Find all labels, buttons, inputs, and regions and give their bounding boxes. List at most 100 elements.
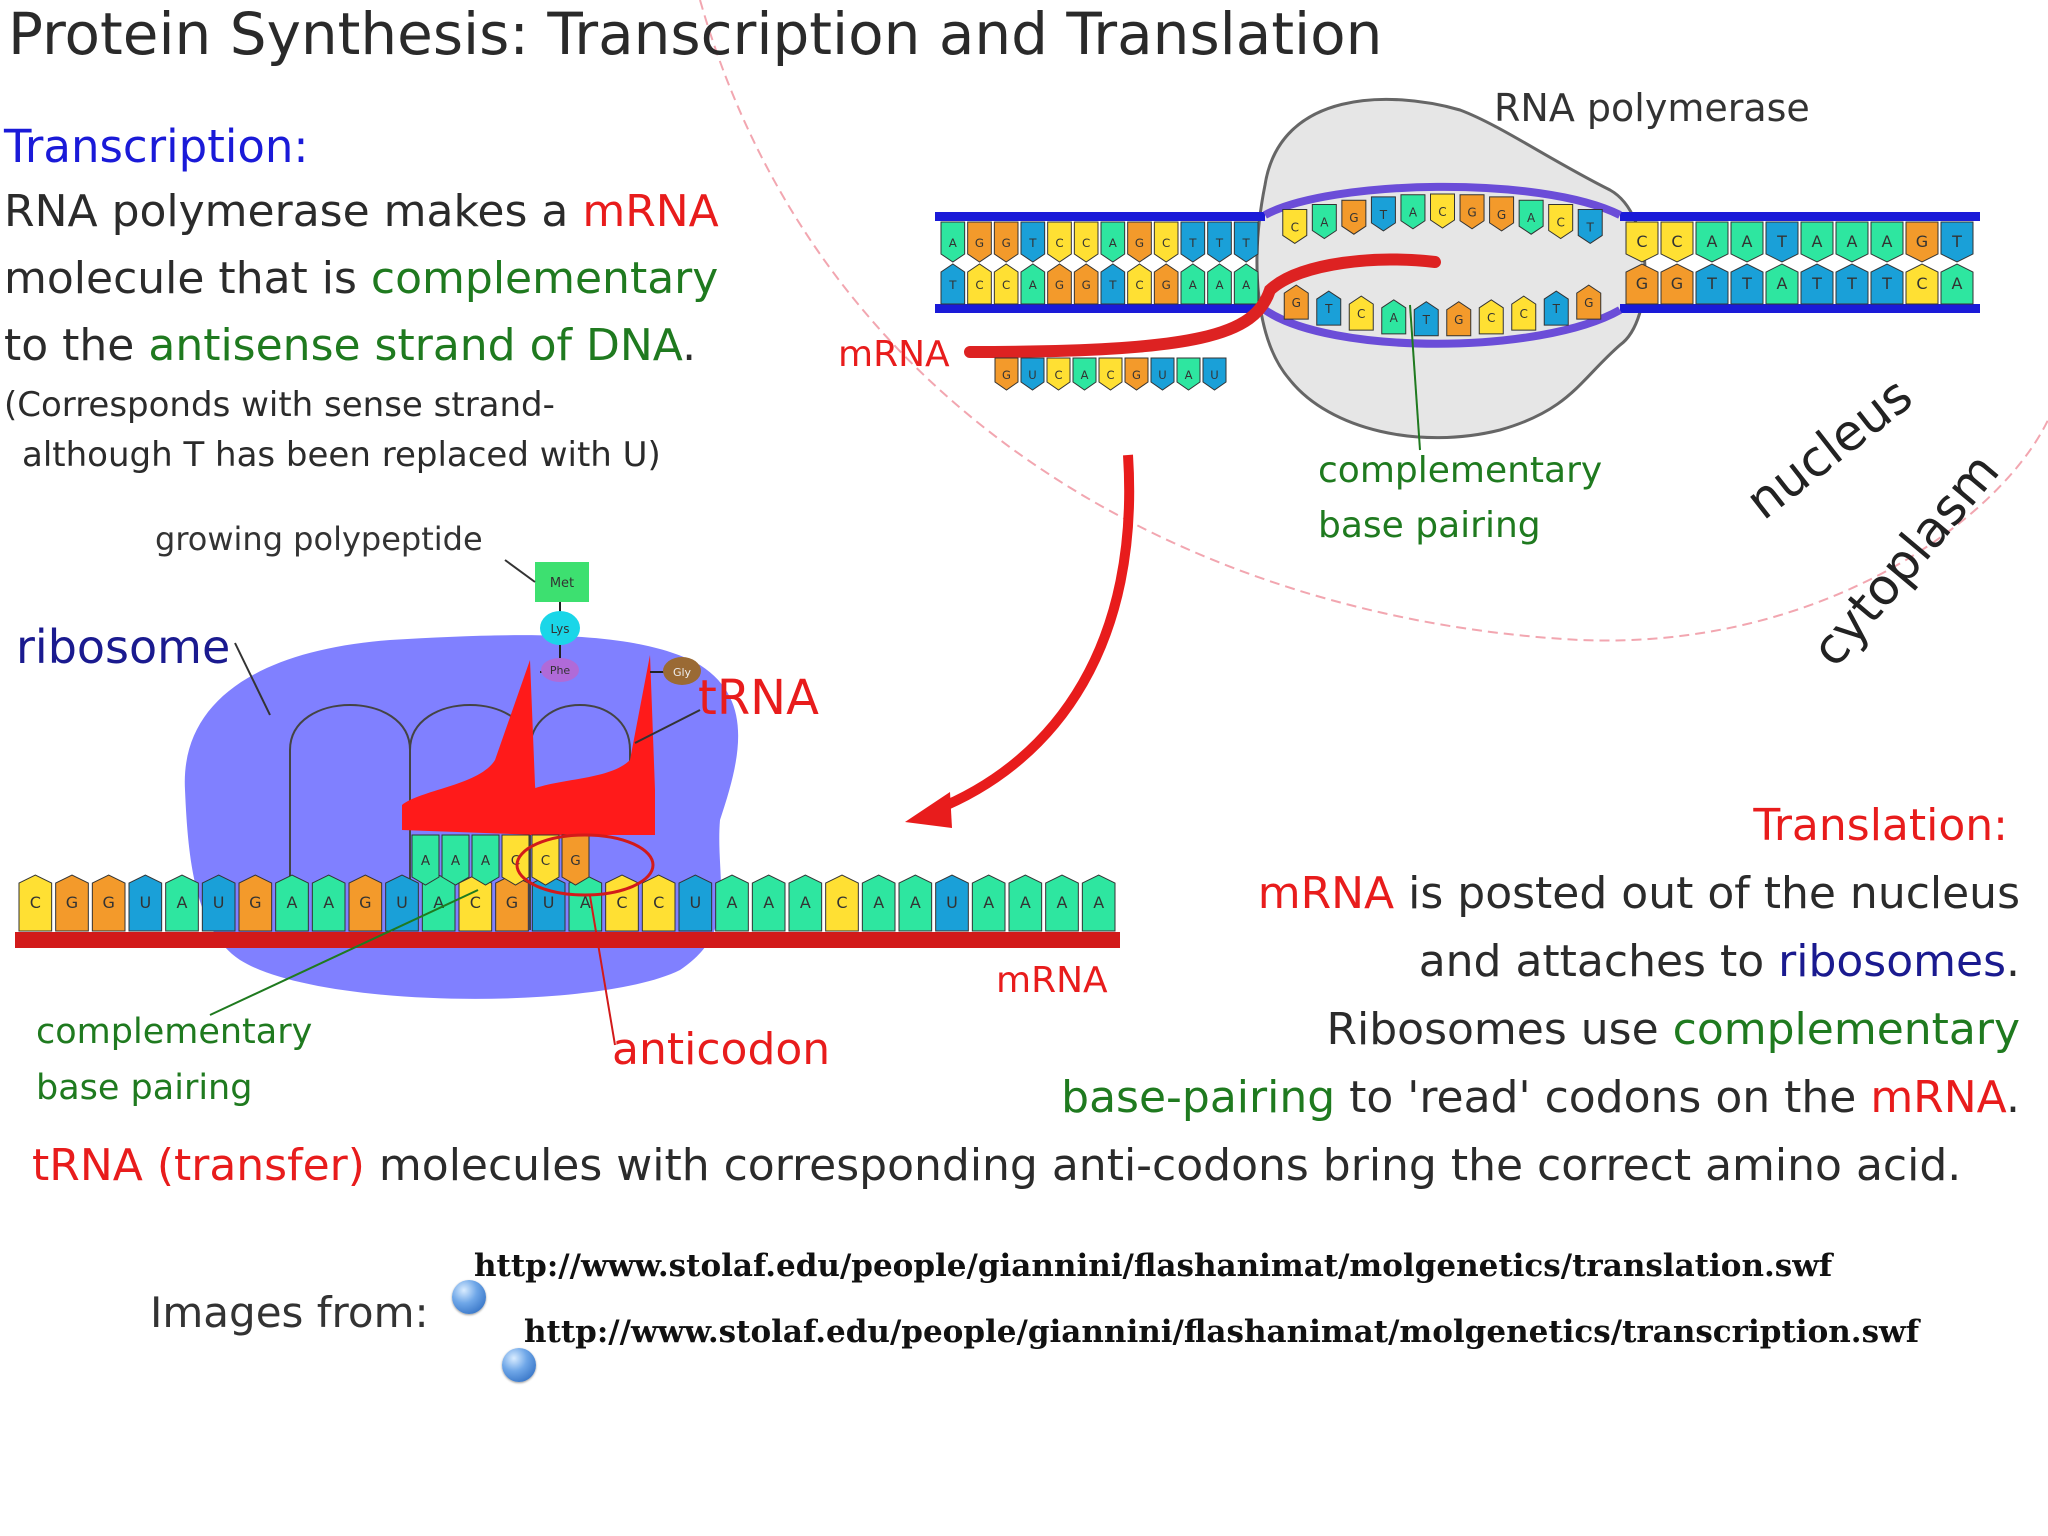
dna-base: T [1180, 221, 1206, 263]
anticodon-highlight [515, 833, 655, 897]
base-letter: U [689, 893, 701, 912]
base-letter: A [1242, 278, 1250, 292]
mrna-base: A [1008, 874, 1043, 932]
nuclear-envelope [699, 0, 2048, 642]
base-letter: T [1188, 236, 1197, 250]
pairing-leader-line [1409, 304, 1421, 451]
dna-base: A [1207, 263, 1232, 305]
highlight-complementary: complementary [1672, 1004, 2020, 1055]
base-letter: A [1409, 206, 1418, 220]
dna-left-top-backbone [935, 212, 1265, 221]
trna-shape-2 [530, 655, 655, 835]
mrna-base: A [788, 874, 823, 932]
base-letter: U [946, 893, 958, 912]
highlight-complementary: complementary [370, 253, 719, 304]
globe-icon[interactable] [502, 1348, 536, 1382]
base-letter: G [249, 893, 261, 912]
base-letter: G [1162, 278, 1171, 292]
text: molecules with corresponding anti-codons… [364, 1140, 1962, 1191]
mrna-base: A [165, 874, 199, 932]
highlight-ribosomes: ribosomes [1778, 936, 2006, 987]
base-letter: C [1357, 307, 1365, 321]
transcript-base: U [1150, 357, 1175, 391]
dna-base: G [993, 221, 1019, 263]
bubble-base: G [1489, 196, 1515, 232]
dna-right-top-backbone [1620, 212, 1980, 221]
base-letter: G [1916, 232, 1928, 251]
trna-base: A [471, 834, 500, 886]
dna-base: T [1800, 263, 1834, 305]
dna-base: A [1100, 221, 1126, 263]
base-letter: G [1497, 208, 1506, 222]
amino-acid-gly-label: Gly [673, 666, 692, 679]
transcription-heading: Transcription: [4, 120, 309, 173]
base-letter: C [1916, 274, 1927, 293]
dna-base: G [1153, 263, 1179, 305]
transcription-line-3: to the antisense strand of DNA. [4, 320, 696, 371]
text: . [2006, 936, 2020, 987]
globe-icon[interactable] [452, 1280, 486, 1314]
base-letter: G [1132, 368, 1141, 382]
text: Ribosomes use [1326, 1004, 1673, 1055]
base-letter: T [1028, 236, 1037, 250]
base-letter: C [1556, 216, 1564, 230]
page-title: Protein Synthesis: Transcription and Tra… [8, 0, 1383, 68]
translation-line-3: Ribosomes use complementary [1326, 1004, 2020, 1055]
mrna-base: C [825, 874, 859, 932]
base-letter: C [836, 893, 847, 912]
polypeptide-label: growing polypeptide [155, 520, 483, 558]
trna-base: A [441, 834, 470, 886]
dna-base: T [1870, 263, 1904, 305]
base-letter: G [1454, 313, 1463, 327]
highlight-mrna: mRNA [582, 186, 719, 237]
mrna-base: A [898, 874, 933, 932]
mrna-base: A [311, 874, 346, 932]
amino-acid-met-label: Met [550, 576, 574, 591]
base-letter: A [1189, 278, 1197, 292]
transcription-line-2: molecule that is complementary [4, 253, 718, 304]
amino-acid-gly [663, 657, 701, 685]
base-letter: C [653, 893, 664, 912]
source-link-translation[interactable]: http://www.stolaf.edu/people/giannini/fl… [474, 1248, 1833, 1284]
base-letter: A [481, 853, 491, 869]
trna-base: A [411, 834, 440, 886]
base-letter: T [1215, 236, 1224, 250]
base-letter: C [1671, 232, 1682, 251]
ribosome-sites [289, 704, 631, 930]
dna-base: T [1207, 221, 1232, 263]
rna-polymerase-label: RNA polymerase [1494, 86, 1810, 130]
mrna-base: G [91, 874, 126, 932]
bubble-base: G [1283, 284, 1309, 320]
source-link-transcription[interactable]: http://www.stolaf.edu/people/giannini/fl… [524, 1314, 1920, 1350]
base-letter: C [1438, 205, 1446, 219]
text: . [2006, 1072, 2020, 1123]
dna-base: C [1625, 221, 1659, 263]
amino-acid-phe [541, 658, 579, 682]
base-letter: A [727, 893, 738, 912]
base-letter: U [396, 893, 408, 912]
transcription-line-1: RNA polymerase makes a mRNA [4, 186, 719, 237]
dna-base: G [967, 221, 992, 263]
bubble-base: G [1576, 284, 1602, 320]
bubble-base: C [1348, 295, 1374, 331]
base-letter: T [1422, 313, 1431, 327]
transcript-base: G [1124, 357, 1149, 391]
translation-line-5: tRNA (transfer) molecules with correspon… [32, 1140, 1961, 1191]
mrna-base: A [971, 874, 1006, 932]
dna-base: C [1073, 221, 1099, 263]
transcript-base: U [1202, 357, 1227, 391]
base-letter: A [763, 893, 774, 912]
text: . [682, 320, 697, 371]
dna-base: T [1695, 263, 1729, 305]
dna-base: A [1870, 221, 1904, 263]
dna-base: G [1047, 263, 1072, 305]
dna-base: T [940, 263, 966, 305]
base-letter: A [433, 893, 444, 912]
translation-mrna-label: mRNA [996, 960, 1108, 1001]
bubble-base: C [1511, 295, 1537, 331]
dna-base: A [1800, 221, 1834, 263]
base-letter: A [1707, 232, 1718, 251]
amino-acid-lys-label: Lys [551, 622, 570, 636]
base-letter: A [421, 853, 431, 869]
